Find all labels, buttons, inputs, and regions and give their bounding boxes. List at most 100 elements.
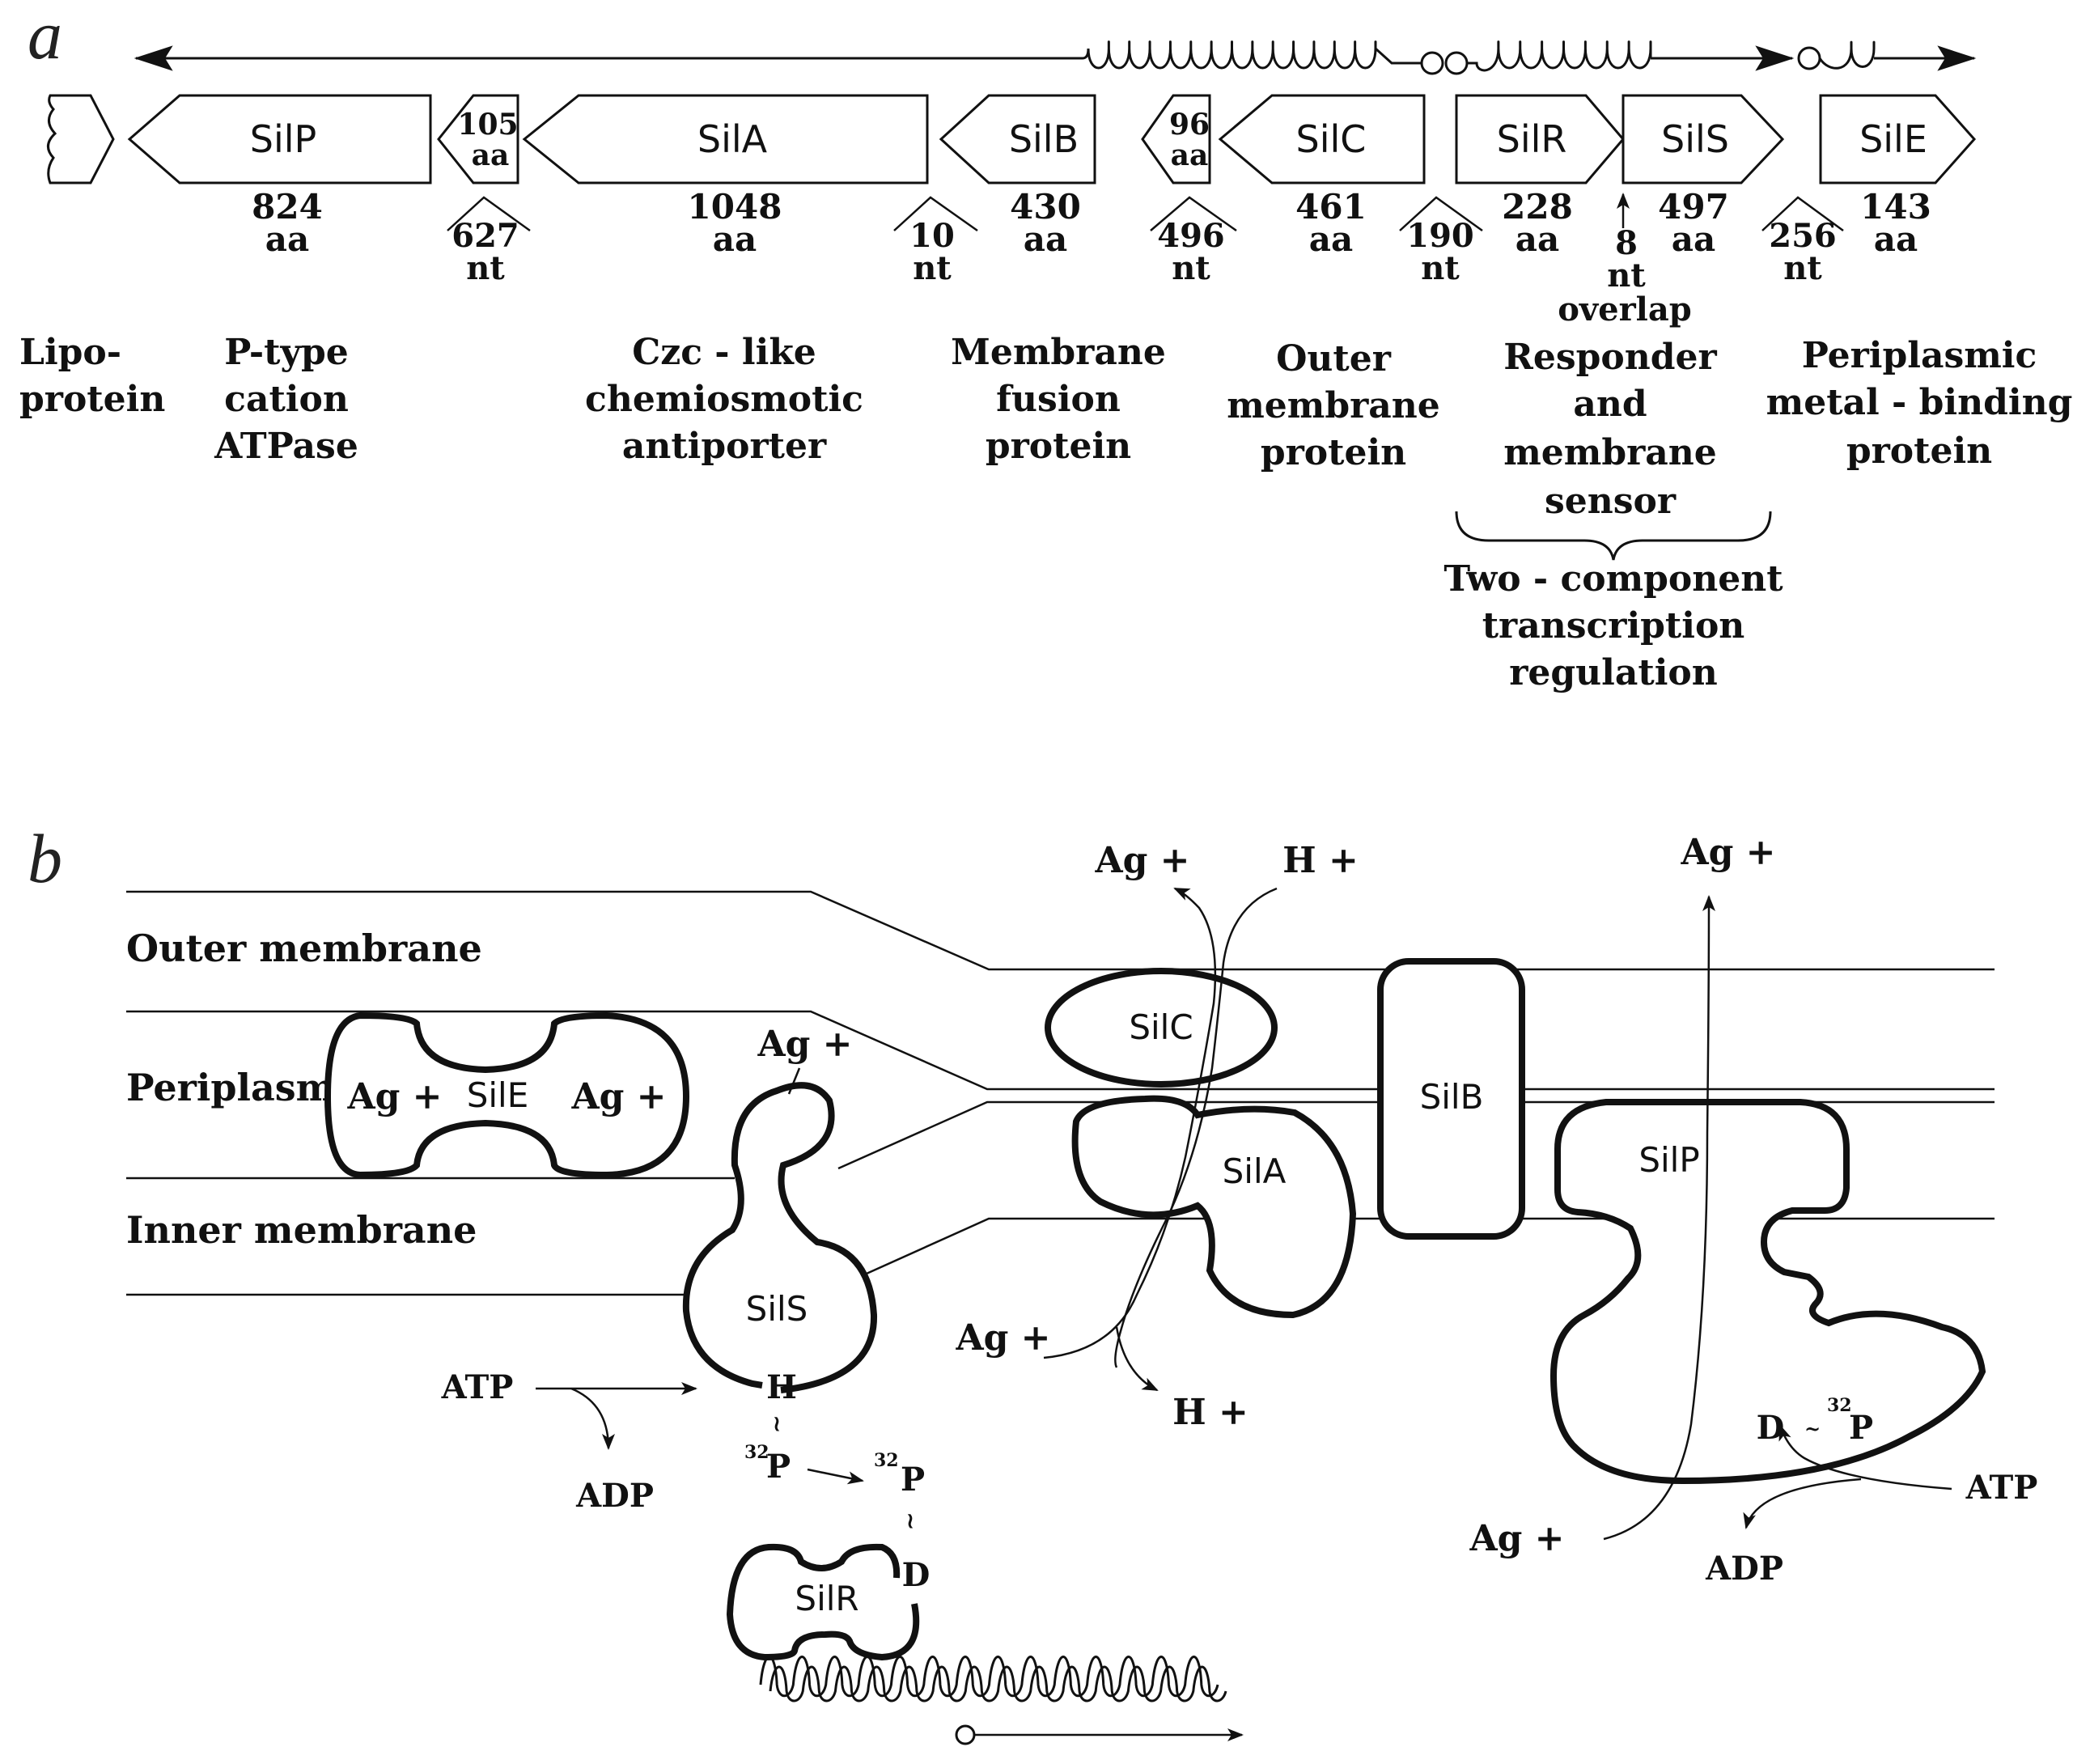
function-silc-line-3: protein bbox=[1261, 432, 1406, 473]
phospho-32-a: 32 bbox=[744, 1442, 769, 1463]
gene-sils bbox=[1622, 94, 1785, 184]
function-silrs-line-2: and bbox=[1573, 384, 1647, 425]
function-silc: Outer membrane protein bbox=[1227, 338, 1440, 473]
silp-adp: ADP bbox=[1705, 1550, 1783, 1588]
two-component-brace bbox=[1455, 511, 1772, 561]
mrna-wave-2 bbox=[1467, 40, 1652, 72]
two-component-line-3: regulation bbox=[1509, 652, 1718, 693]
silp-label: SilP bbox=[1638, 1140, 1699, 1180]
function-silrs: Responder and membrane sensor bbox=[1503, 337, 1717, 522]
sile-ag-left: Ag + bbox=[346, 1076, 442, 1117]
lipoprotein-gene-stub bbox=[47, 94, 115, 184]
intergenic-496-unit: nt bbox=[1172, 249, 1210, 287]
function-silb-line-2: fusion bbox=[996, 379, 1121, 420]
sils-adp-arrow bbox=[570, 1387, 615, 1450]
silp-atp-arrow bbox=[1778, 1424, 1952, 1490]
protein-silb bbox=[1377, 958, 1525, 1240]
gene-label-sile: SilE bbox=[1859, 117, 1927, 161]
length-silr-unit: aa bbox=[1516, 219, 1559, 259]
intergenic-627-unit: nt bbox=[466, 249, 505, 287]
protein-sils bbox=[682, 1082, 878, 1393]
intergenic-190-unit: nt bbox=[1421, 249, 1460, 287]
function-sile-line-1: Periplasmic bbox=[1802, 335, 2037, 376]
function-lipo-line-2: protein bbox=[19, 379, 165, 420]
gene-105aa bbox=[437, 94, 519, 184]
silp-p32: 32 bbox=[1827, 1395, 1852, 1416]
sils-h: H bbox=[766, 1368, 797, 1406]
gene-label-105: 105 bbox=[457, 108, 518, 142]
intergenic-256: 256 bbox=[1769, 217, 1837, 255]
silc-label: SilC bbox=[1129, 1007, 1193, 1047]
sila-label: SilA bbox=[1223, 1151, 1287, 1191]
function-sile-line-3: protein bbox=[1846, 430, 1992, 472]
sile-label: SilE bbox=[467, 1075, 529, 1115]
function-silp: P-type cation ATPase bbox=[214, 332, 358, 467]
gene-label-silr: SilR bbox=[1497, 117, 1567, 161]
panel-b-label: b bbox=[28, 820, 62, 897]
length-silc: 461 bbox=[1295, 187, 1367, 227]
panel-a-label: a bbox=[28, 0, 62, 74]
length-sile: 143 bbox=[1860, 187, 1931, 227]
function-silrs-line-4: sensor bbox=[1545, 481, 1677, 522]
function-sila-line-1: Czc - like bbox=[632, 332, 816, 373]
layer-inner-membrane: Inner membrane bbox=[126, 1208, 477, 1252]
gene-silr bbox=[1455, 94, 1625, 184]
intergenic-10-unit: nt bbox=[913, 249, 952, 287]
caret-190 bbox=[1399, 196, 1483, 232]
function-silc-line-1: Outer bbox=[1276, 338, 1392, 380]
sils-atp: ATP bbox=[441, 1368, 514, 1406]
gene-silb bbox=[939, 94, 1096, 184]
length-silb: 430 bbox=[1010, 187, 1081, 227]
function-lipo-line-1: Lipo- bbox=[19, 332, 121, 373]
silb-label: SilB bbox=[1420, 1077, 1484, 1117]
gene-sile bbox=[1819, 94, 1977, 184]
sils-ag-tick bbox=[787, 1067, 801, 1095]
phospho-squiggle-2: ≀ bbox=[906, 1509, 914, 1533]
function-two-component: Two - component transcription regulation bbox=[1443, 558, 1783, 693]
overlap-word: overlap bbox=[1558, 290, 1692, 329]
overlap-value: 8 bbox=[1615, 224, 1638, 262]
gene-silc bbox=[1218, 94, 1426, 184]
length-sile-unit: aa bbox=[1874, 219, 1918, 259]
phospho-p-b: P bbox=[901, 1461, 925, 1499]
gene-label-sila: SilA bbox=[697, 117, 768, 161]
length-sils: 497 bbox=[1658, 187, 1729, 227]
protein-silp bbox=[1549, 1099, 1986, 1485]
protein-sila bbox=[1071, 1095, 1357, 1319]
protein-silc bbox=[1045, 968, 1278, 1088]
phospho-p-a: P bbox=[766, 1448, 791, 1486]
silp-ag-out: Ag + bbox=[1680, 832, 1775, 873]
h-plus-release bbox=[1115, 1326, 1159, 1392]
function-silp-line-3: ATPase bbox=[214, 426, 358, 467]
length-silc-unit: aa bbox=[1309, 219, 1353, 259]
sila-h-out: H + bbox=[1282, 840, 1359, 881]
phospho-squiggle-1: ≀ bbox=[773, 1412, 781, 1436]
sile-ag-right: Ag + bbox=[570, 1076, 666, 1117]
intergenic-627: 627 bbox=[451, 217, 519, 255]
function-sile: Periplasmic metal - binding protein bbox=[1766, 335, 2073, 472]
intergenic-190: 190 bbox=[1406, 217, 1474, 255]
protein-sile bbox=[324, 1011, 690, 1179]
intergenic-496: 496 bbox=[1157, 217, 1225, 255]
h-plus-inflow bbox=[1114, 887, 1278, 1368]
gene-label-silc: SilC bbox=[1296, 117, 1367, 161]
phosphotransfer-arrow bbox=[807, 1468, 864, 1485]
caret-496 bbox=[1150, 196, 1237, 232]
length-silp-unit: aa bbox=[265, 219, 309, 259]
function-silrs-line-3: membrane bbox=[1503, 432, 1717, 473]
function-silp-line-1: P-type bbox=[224, 332, 349, 373]
sila-ag-out: Ag + bbox=[1094, 840, 1189, 881]
length-silr: 228 bbox=[1502, 187, 1573, 227]
function-sila: Czc - like chemiosmotic antiporter bbox=[585, 332, 863, 467]
layer-periplasm: Periplasm bbox=[126, 1066, 335, 1109]
function-silc-line-2: membrane bbox=[1227, 385, 1440, 426]
dna-helix-strand-1 bbox=[759, 1656, 1219, 1698]
gene-label-sils: SilS bbox=[1661, 117, 1729, 161]
layer-outer-membrane: Outer membrane bbox=[126, 927, 482, 970]
gene-label-96: 96 bbox=[1169, 108, 1210, 142]
function-sila-line-3: antiporter bbox=[622, 426, 827, 467]
dna-helix-strand-2 bbox=[769, 1665, 1227, 1703]
dna-promoter bbox=[955, 1724, 976, 1745]
two-component-line-1: Two - component bbox=[1443, 558, 1783, 600]
